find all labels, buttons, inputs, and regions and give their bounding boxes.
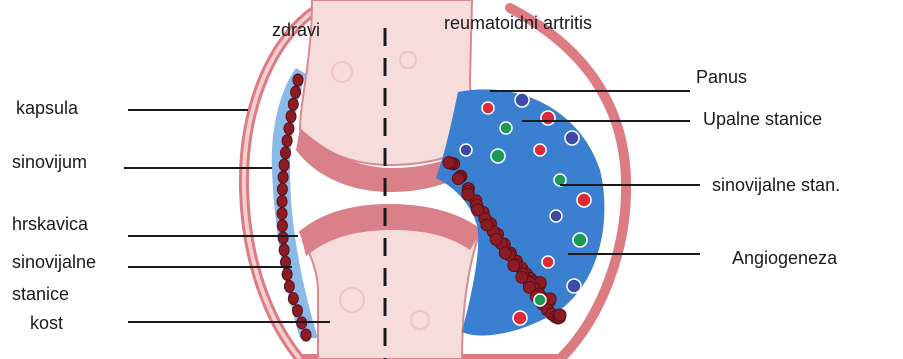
synovial-cell bbox=[277, 220, 287, 232]
label-sinovijalne-line2: stanice bbox=[12, 284, 69, 304]
inflammatory-cell bbox=[567, 279, 581, 293]
synovial-cell bbox=[471, 204, 483, 216]
label-sinovijum: sinovijum bbox=[12, 152, 87, 172]
inflammatory-cell bbox=[513, 311, 527, 325]
header-ra: reumatoidni artritis bbox=[444, 13, 592, 33]
synovial-cell bbox=[284, 280, 294, 292]
synovial-cell bbox=[279, 159, 289, 171]
label-kapsula: kapsula bbox=[16, 98, 78, 118]
inflammatory-cell bbox=[542, 256, 554, 268]
synovial-cell bbox=[277, 195, 287, 207]
inflammatory-cell bbox=[541, 111, 555, 125]
synovial-cell bbox=[490, 233, 502, 245]
synovial-cell bbox=[508, 260, 520, 272]
inflammatory-cell bbox=[577, 193, 591, 207]
label-sinovijalne-line1: sinovijalne bbox=[12, 252, 96, 272]
synovial-cell bbox=[277, 183, 287, 195]
synovial-cell bbox=[292, 305, 302, 317]
header-healthy: zdravi bbox=[272, 20, 320, 40]
synovial-cell bbox=[277, 208, 287, 220]
inflammatory-cell bbox=[460, 144, 472, 156]
synovial-cell bbox=[280, 147, 290, 159]
inflammatory-cell bbox=[515, 93, 529, 107]
synovial-cell bbox=[278, 232, 288, 244]
synovial-cell bbox=[462, 188, 474, 200]
inflammatory-cell bbox=[534, 294, 546, 306]
synovial-cell bbox=[278, 171, 288, 183]
label-angiogeneza: Angiogeneza bbox=[732, 248, 837, 268]
inflammatory-cell bbox=[565, 131, 579, 145]
label-sinovijalne-stan: sinovijalne stan. bbox=[712, 175, 840, 195]
synovial-cell bbox=[279, 244, 289, 256]
label-panus: Panus bbox=[696, 67, 747, 87]
synovial-cell bbox=[516, 271, 528, 283]
inflammatory-cell bbox=[491, 149, 505, 163]
label-kost: kost bbox=[30, 313, 63, 333]
synovial-cell bbox=[286, 110, 296, 122]
label-upalne: Upalne stanice bbox=[703, 109, 822, 129]
inflammatory-cell bbox=[500, 122, 512, 134]
synovial-cell bbox=[499, 247, 511, 259]
inflammatory-cell bbox=[550, 210, 562, 222]
synovial-cell bbox=[288, 293, 298, 305]
synovial-cell bbox=[282, 135, 292, 147]
label-hrskavica: hrskavica bbox=[12, 214, 88, 234]
synovial-cell bbox=[288, 98, 298, 110]
inflammatory-cell bbox=[534, 144, 546, 156]
synovial-cell bbox=[301, 329, 311, 341]
synovial-cell bbox=[291, 86, 301, 98]
synovial-cell bbox=[293, 74, 303, 86]
inflammatory-cell bbox=[482, 102, 494, 114]
inflammatory-cell bbox=[573, 233, 587, 247]
synovial-cell bbox=[282, 268, 292, 280]
synovial-cell bbox=[452, 173, 464, 185]
synovial-cell bbox=[443, 157, 455, 169]
synovial-cell bbox=[481, 219, 493, 231]
synovial-cell bbox=[554, 309, 566, 321]
synovial-cell bbox=[284, 123, 294, 135]
